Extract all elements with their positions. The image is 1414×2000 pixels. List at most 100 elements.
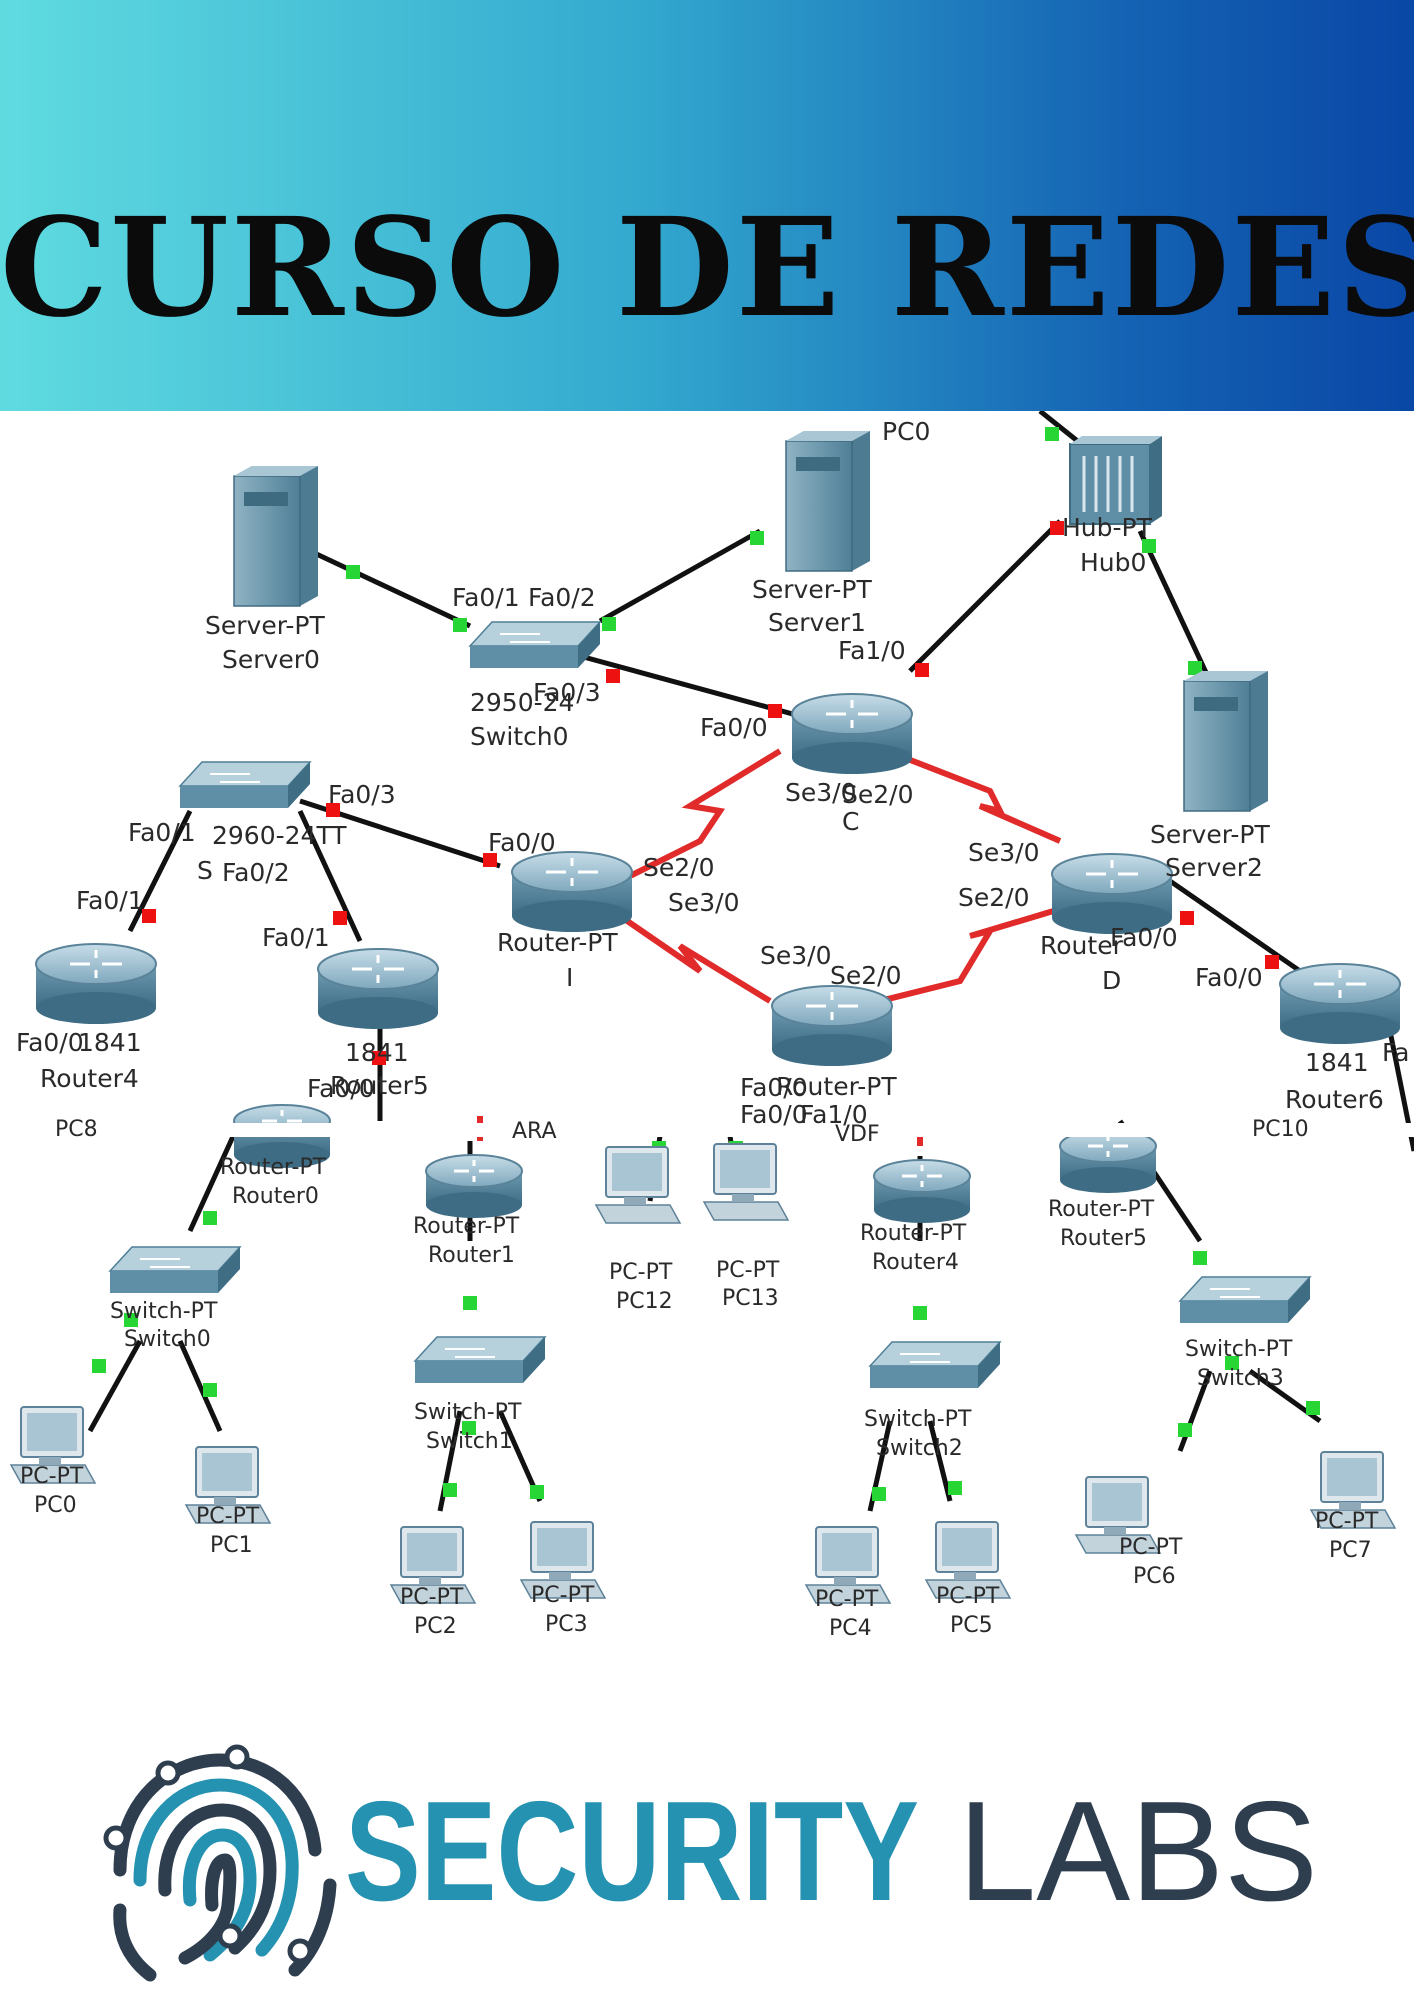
device-label-type: PC-PT: [1315, 1509, 1379, 1534]
router-icon: [316, 947, 440, 1031]
device-label-name: PC3: [545, 1612, 588, 1637]
router-icon: [1278, 962, 1402, 1046]
logo-word-security: SECURITY: [345, 1772, 919, 1931]
fragment-label: Fa0/0: [740, 1100, 808, 1129]
router-icon: [424, 1153, 524, 1220]
security-labs-logo: SECURITY LABS: [0, 1700, 1414, 2000]
device-label-name: Router1: [428, 1243, 515, 1268]
switch-icon: [1179, 1276, 1311, 1324]
device-label-name: C: [842, 807, 859, 836]
port-label: Fa0/3: [328, 780, 396, 809]
server-icon: [785, 430, 871, 572]
device-label-type: 2960-24TT: [212, 821, 347, 850]
port-label: Se3/0: [668, 888, 739, 917]
port-label: Se2/0: [842, 780, 913, 809]
pc-icon: [703, 1143, 789, 1221]
router-icon: [510, 850, 634, 934]
device-label-type: Router-PT: [220, 1155, 327, 1180]
port-label: Fa: [1382, 1038, 1409, 1067]
port-label: Fa0/2: [222, 858, 290, 887]
port-dots: [92, 427, 1320, 1501]
device-label-name: S: [197, 856, 213, 885]
pc-icon: [595, 1146, 681, 1224]
fragment-label: PC8: [55, 1117, 98, 1142]
device-label-type: Switch-PT: [414, 1400, 522, 1425]
port-label: Fa0/0: [16, 1028, 84, 1057]
port-label: Fa0/0: [1110, 923, 1178, 952]
device-label-name: PC1: [210, 1533, 253, 1558]
device-label-name: Switch2: [876, 1436, 963, 1461]
device-label-type: PC-PT: [20, 1464, 84, 1489]
fragment-label: VDF: [835, 1122, 880, 1147]
port-label: Fa0/0: [700, 713, 768, 742]
port-label: Se3/0: [968, 838, 1039, 867]
port-label: Se3/0: [785, 778, 856, 807]
device-label-name: Switch0: [470, 722, 569, 751]
device-label-name: Router4: [872, 1250, 959, 1275]
device-label-name: Switch1: [426, 1429, 513, 1454]
router-icon: [1050, 852, 1174, 936]
device-label-name: D: [1102, 966, 1121, 995]
port-label: Se2/0: [830, 961, 901, 990]
device-label-type: PC-PT: [609, 1260, 673, 1285]
device-label-name: PC7: [1329, 1538, 1372, 1563]
device-label-type: Router: [1040, 931, 1124, 960]
device-label-type: PC-PT: [1119, 1535, 1183, 1560]
port-label: Fa0/1: [76, 886, 144, 915]
fingerprint-icon: [113, 1753, 337, 1982]
device-label-type: Server-PT: [752, 575, 872, 604]
server-icon: [233, 465, 319, 607]
port-label: Se2/0: [958, 883, 1029, 912]
device-label-type: Server-PT: [1150, 820, 1270, 849]
port-label: Fa0/0: [488, 828, 556, 857]
device-label-name: Switch3: [1197, 1366, 1284, 1391]
router-icon: [1058, 1128, 1158, 1195]
switch-icon: [109, 1246, 241, 1294]
port-label: Fa0/0: [740, 1073, 808, 1102]
device-label-type: 1841: [78, 1028, 142, 1057]
hub-icon: [1069, 436, 1162, 525]
router-icon: [790, 692, 914, 776]
port-label: Fa0/1: [128, 818, 196, 847]
device-label-name: PC2: [414, 1614, 457, 1639]
fragment-label: PC10: [1252, 1117, 1309, 1142]
device-label-name: Hub0: [1080, 548, 1146, 577]
device-label-name: Server1: [768, 608, 866, 637]
port-label: Fa0/3: [533, 678, 601, 707]
device-label-name: PC0: [34, 1493, 77, 1518]
device-label-type: 1841: [1305, 1048, 1369, 1077]
device-label-type: Switch-PT: [864, 1407, 972, 1432]
device-label-name: Router4: [40, 1064, 139, 1093]
port-label: Fa1/0: [800, 1100, 868, 1129]
device-label-type: Switch-PT: [1185, 1337, 1293, 1362]
device-label-type: PC-PT: [815, 1587, 879, 1612]
switch-icon: [414, 1336, 546, 1384]
device-label-name: Router5: [1060, 1226, 1147, 1251]
device-label-type: 2950-24: [470, 688, 574, 717]
device-label-type: PC-PT: [936, 1584, 1000, 1609]
switch-icon: [469, 621, 601, 669]
port-label: Se2/0: [643, 853, 714, 882]
port-label: Fa1/0: [838, 636, 906, 665]
device-label-name: Router0: [232, 1184, 319, 1209]
device-label-type: Router-PT: [1048, 1197, 1155, 1222]
device-label-type: Router-PT: [860, 1221, 967, 1246]
device-label-type: Hub-PT: [1062, 513, 1153, 542]
device-label-name: I: [566, 963, 573, 992]
logo-word-labs: LABS: [958, 1772, 1318, 1931]
port-label: Fa0/1: [452, 583, 520, 612]
device-label-type: PC-PT: [531, 1583, 595, 1608]
port-label: Fa0/2: [528, 583, 596, 612]
server-icon: [1183, 670, 1269, 812]
device-label-name: PC12: [616, 1289, 673, 1314]
device-label-name: Router5: [330, 1071, 429, 1100]
router-icon: [872, 1158, 972, 1225]
fragment-label: Fa0/0: [307, 1074, 375, 1103]
device-label-name: PC0: [882, 417, 930, 446]
port-label: Se3/0: [760, 941, 831, 970]
fragment-label: ARA: [512, 1119, 557, 1144]
switch-icon: [179, 761, 311, 809]
circuit-dots-icon: [103, 1744, 313, 1964]
switch-icon: [869, 1341, 1001, 1389]
device-label-type: Router-PT: [413, 1214, 520, 1239]
